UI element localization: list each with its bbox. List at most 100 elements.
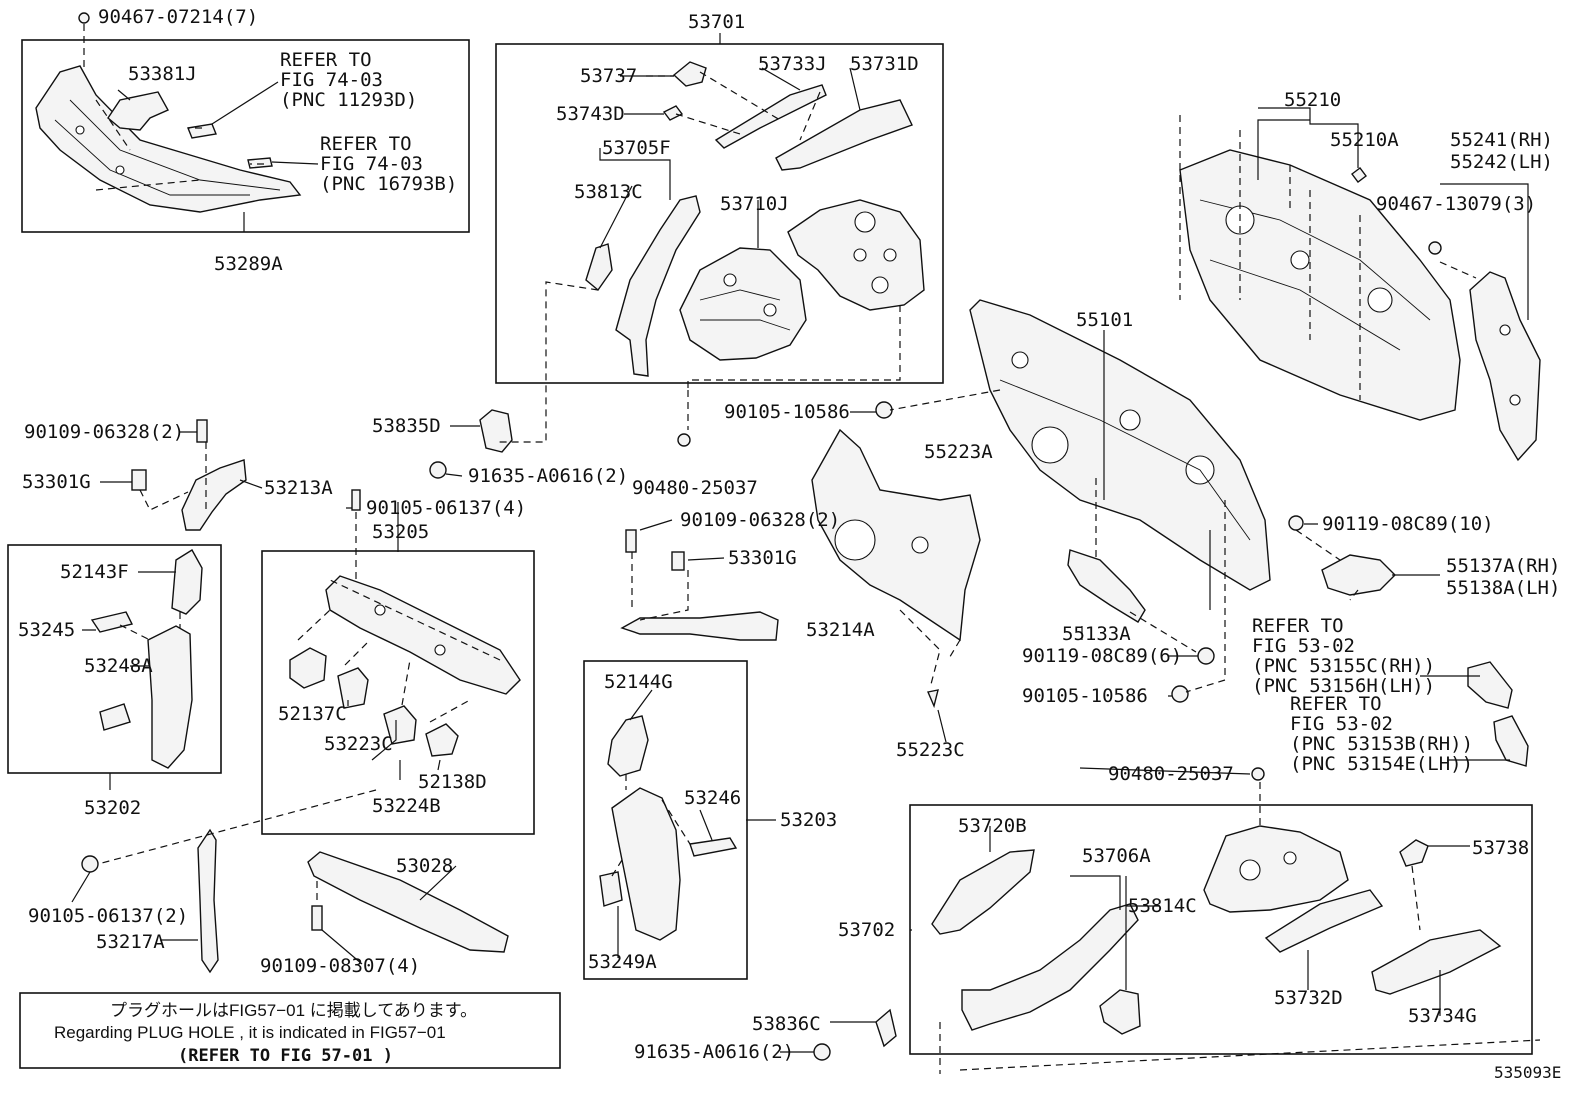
part-53706A <box>961 903 1139 1031</box>
label-53381J: 53381J <box>128 63 197 85</box>
part-53732D <box>1264 889 1384 953</box>
label-53738: 53738 <box>1472 837 1529 859</box>
label-53213A: 53213A <box>264 477 333 499</box>
part-55101-dash-panel <box>969 299 1271 591</box>
part-ref-53155C <box>1467 661 1513 709</box>
part-52144G <box>607 715 649 777</box>
label-53814C: 53814C <box>1128 895 1197 917</box>
bolt-90109-06328-b <box>625 529 637 553</box>
label-53248A: 53248A <box>84 655 153 677</box>
part-53248A-bracket <box>99 703 131 731</box>
label-90119-08C89-10: 90119-08C89(10) <box>1322 513 1494 535</box>
label-ref74-b-2: FIG 74-03 <box>320 153 423 175</box>
label-90467-07214: 90467-07214(7) <box>98 6 258 28</box>
bolt-90105-06137-4 <box>351 489 361 511</box>
part-53734G <box>1371 929 1502 995</box>
label-53301G-b: 53301G <box>728 547 797 569</box>
part-52143F <box>171 549 203 615</box>
part-53214A <box>620 611 779 641</box>
label-53202: 53202 <box>84 797 141 819</box>
part-53213A <box>181 459 247 531</box>
label-ref74-a-3: (PNC 11293D) <box>280 89 417 111</box>
label-53301G-a: 53301G <box>22 471 91 493</box>
label-53737: 53737 <box>580 65 637 87</box>
figure-code: 535093E <box>1494 1063 1561 1082</box>
part-53203-pillar <box>611 787 681 941</box>
part-55133A <box>1067 549 1146 623</box>
label-91635-A0616-a: 91635-A0616(2) <box>468 465 628 487</box>
label-90119-08C89-6: 90119-08C89(6) <box>1022 645 1182 667</box>
label-53720B: 53720B <box>958 815 1027 837</box>
part-55137A-55138A <box>1321 554 1396 596</box>
label-53836C: 53836C <box>752 1013 821 1035</box>
note-line-jp: プラグホールはFIG57−01 に掲載してあります。 <box>110 1001 477 1020</box>
label-55133A: 55133A <box>1062 623 1131 645</box>
part-53720B <box>931 849 1035 935</box>
part-53289A-cowl-panel <box>35 65 302 213</box>
part-ref-plate-a <box>187 123 217 139</box>
part-53733J <box>714 84 827 149</box>
label-90105-06137-2: 90105-06137(2) <box>28 905 188 927</box>
label-55223A: 55223A <box>924 441 993 463</box>
bolt-90109-06328-a <box>196 419 208 443</box>
part-53737 <box>672 61 707 87</box>
part-55241-55242-bracket <box>1469 271 1541 462</box>
part-53223C <box>337 667 369 709</box>
part-55223C <box>927 689 939 709</box>
part-55210A <box>1351 167 1367 183</box>
group-box-53289A <box>21 39 470 233</box>
label-ref53-b-1: REFER TO <box>1290 693 1382 715</box>
label-ref74-a-2: FIG 74-03 <box>280 69 383 91</box>
label-55223C: 55223C <box>896 739 965 761</box>
label-ref53-b-4: (PNC 53154E(LH)) <box>1290 753 1473 775</box>
label-53289A: 53289A <box>214 253 283 275</box>
label-90109-06328-b: 90109-06328(2) <box>680 509 840 531</box>
label-53205: 53205 <box>372 521 429 543</box>
label-53702: 53702 <box>838 919 895 941</box>
label-90109-08307: 90109-08307(4) <box>260 955 420 977</box>
part-53301G-a <box>131 469 147 491</box>
part-90480-25037-b <box>1251 767 1265 781</box>
part-53301G-b <box>671 551 685 571</box>
label-53732D: 53732D <box>1274 987 1343 1009</box>
note-line-ref: (REFER TO FIG 57-01 ) <box>178 1046 393 1066</box>
part-ref-plate-b <box>247 157 273 169</box>
part-53835D <box>479 409 513 453</box>
plug-hole-note: プラグホールはFIG57−01 に掲載してあります。 Regarding PLU… <box>54 1001 477 1066</box>
group-box-53205 <box>261 550 535 835</box>
label-53734G: 53734G <box>1408 1005 1477 1027</box>
part-53224B <box>383 705 417 745</box>
label-52144G: 52144G <box>604 671 673 693</box>
part-53246 <box>689 837 738 857</box>
label-53813C: 53813C <box>574 181 643 203</box>
label-53710J: 53710J <box>720 193 789 215</box>
part-53702-apron <box>1203 825 1349 913</box>
part-55223A-silencer <box>811 428 981 642</box>
part-53701-apron <box>787 199 925 311</box>
part-55210-dash-insulator <box>1179 149 1461 421</box>
label-53706A: 53706A <box>1082 845 1151 867</box>
part-53217A <box>197 828 219 974</box>
part-53710J <box>679 247 807 361</box>
label-53217A: 53217A <box>96 931 165 953</box>
label-ref53-a-4: (PNC 53156H(LH)) <box>1252 675 1435 697</box>
label-55101: 55101 <box>1076 309 1133 331</box>
note-line-en: Regarding PLUG HOLE , it is indicated in… <box>54 1023 446 1042</box>
group-box-53202 <box>7 544 222 774</box>
label-53245: 53245 <box>18 619 75 641</box>
bolt-91635-A0616-a <box>429 461 447 479</box>
bolt-90467-07214 <box>78 12 90 24</box>
label-ref53-a-2: FIG 53-02 <box>1252 635 1355 657</box>
label-90467-13079: 90467-13079(3) <box>1376 193 1536 215</box>
bolt-90105-06137-2 <box>81 855 99 873</box>
label-53701: 53701 <box>688 11 745 33</box>
label-53705F: 53705F <box>602 137 671 159</box>
label-53224B: 53224B <box>372 795 441 817</box>
part-53205-support <box>325 575 521 695</box>
label-53249A: 53249A <box>588 951 657 973</box>
label-55137A: 55137A(RH) <box>1446 555 1560 577</box>
label-53731D: 53731D <box>850 53 919 75</box>
part-53731D <box>775 99 913 171</box>
label-52143F: 52143F <box>60 561 129 583</box>
label-53028: 53028 <box>396 855 453 877</box>
